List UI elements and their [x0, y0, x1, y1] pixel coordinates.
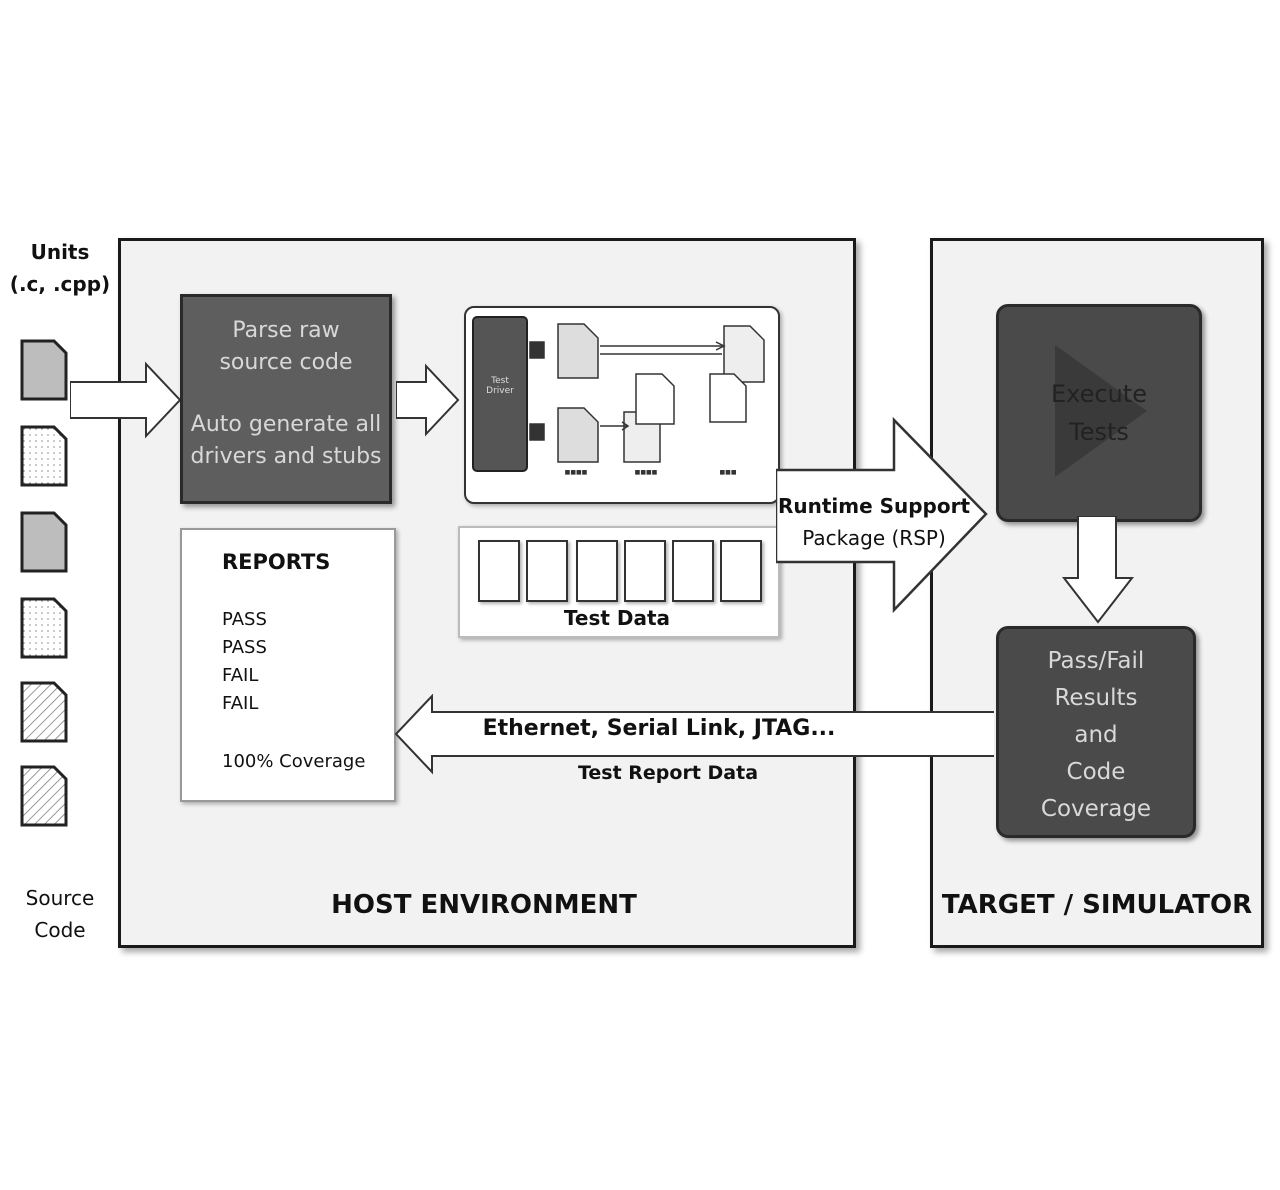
- source-file-icon: [20, 425, 68, 487]
- target-simulator-title: TARGET / SIMULATOR: [941, 890, 1253, 920]
- input-arrow: [70, 361, 182, 439]
- unit-component-icon: [557, 323, 599, 379]
- rsp-line1: Runtime Support: [777, 494, 971, 518]
- report-line: FAIL: [222, 693, 259, 714]
- parse-line3: Auto generate all: [190, 412, 382, 437]
- reports-lines: PASS PASS FAIL FAIL: [222, 606, 267, 718]
- source-file-icon: [20, 597, 68, 659]
- results-line: Results: [1054, 685, 1138, 711]
- stub-component-icon: [635, 373, 675, 425]
- unit-caption: ■■■■: [565, 469, 588, 476]
- host-environment-title: HOST ENVIRONMENT: [331, 890, 637, 920]
- unit-component-icon: [557, 407, 599, 463]
- report-line: PASS: [222, 609, 267, 630]
- report-line: FAIL: [222, 665, 259, 686]
- play-icon: [1055, 345, 1147, 477]
- test-data-slot: [478, 540, 520, 602]
- test-data-slot: [672, 540, 714, 602]
- parse-line1: Parse raw: [232, 318, 340, 343]
- reports-card: REPORTS PASS PASS FAIL FAIL 100% Coverag…: [180, 528, 396, 802]
- results-line: and: [1074, 722, 1118, 748]
- coverage-line: 100% Coverage: [222, 751, 366, 772]
- reports-title: REPORTS: [222, 550, 331, 574]
- stub-component-icon: [723, 325, 765, 383]
- test-data-slot: [526, 540, 568, 602]
- test-report-data-label: Test Report Data: [577, 762, 759, 784]
- report-line: PASS: [222, 637, 267, 658]
- parse-line2: source code: [219, 350, 353, 375]
- rsp-arrow: [776, 416, 988, 614]
- return-arrow: [394, 694, 994, 775]
- driver-port: [529, 341, 545, 359]
- test-data-label: Test Data: [563, 606, 671, 630]
- rsp-line2: Package (RSP): [802, 526, 946, 550]
- test-driver-block: Test Driver: [472, 316, 528, 472]
- stub-caption: ■■■: [719, 469, 736, 476]
- test-data-slot: [720, 540, 762, 602]
- source-file-icon: [20, 339, 68, 401]
- source-file-icon: [20, 511, 68, 573]
- test-data-slot: [624, 540, 666, 602]
- source-documents: [20, 339, 68, 827]
- stub-caption: ■■■■: [635, 469, 658, 476]
- execute-line1: Execute: [1051, 380, 1147, 408]
- link-types-label: Ethernet, Serial Link, JTAG...: [482, 716, 836, 741]
- test-driver-label: Test Driver: [486, 376, 514, 396]
- source-file-icon: [20, 681, 68, 743]
- down-arrow: [1061, 516, 1135, 624]
- source-code-line1: Source: [25, 886, 95, 910]
- stub-component-icon: [709, 373, 747, 423]
- rsp-label: Runtime Support Package (RSP): [776, 490, 972, 554]
- units-label: Units (.c, .cpp): [0, 236, 120, 300]
- parse-line4: drivers and stubs: [190, 444, 382, 469]
- test-data-slot: [576, 540, 618, 602]
- results-coverage-box: Pass/Fail Results and Code Coverage: [996, 626, 1196, 838]
- units-extensions: (.c, .cpp): [9, 272, 111, 296]
- results-line: Pass/Fail: [1047, 648, 1145, 674]
- results-line: Coverage: [1040, 796, 1152, 822]
- source-code-label: Source Code: [0, 882, 120, 946]
- execute-line2: Tests: [1069, 418, 1129, 446]
- harness-components: ■■■■ ■■■■ ■■■: [529, 323, 765, 476]
- execute-tests-box: Execute Tests: [996, 304, 1202, 522]
- parse-generate-box: Parse raw source code Auto generate all …: [180, 294, 392, 504]
- units-title: Units: [30, 240, 90, 264]
- source-file-icon: [20, 765, 68, 827]
- generate-arrow: [396, 363, 460, 437]
- driver-port: [529, 423, 545, 441]
- results-line: Code: [1066, 759, 1126, 785]
- source-code-line2: Code: [34, 918, 86, 942]
